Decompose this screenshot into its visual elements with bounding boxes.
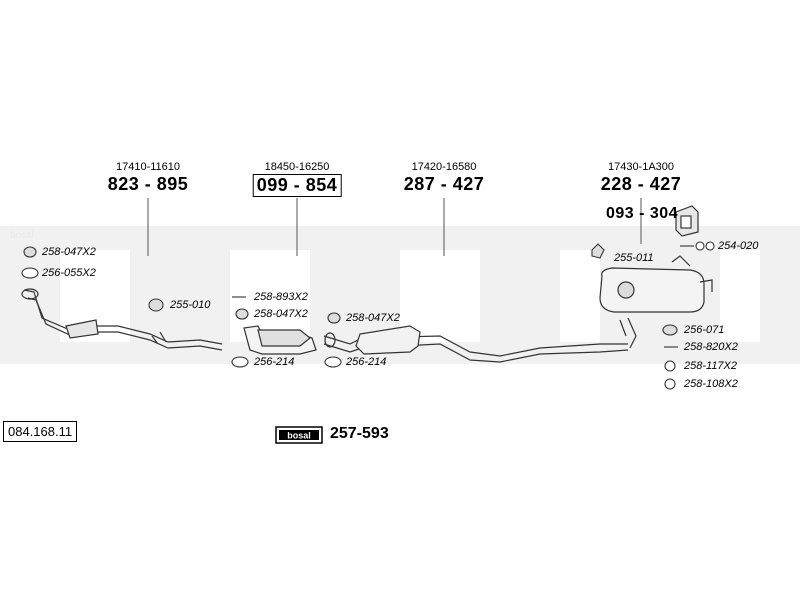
fittings (21, 241, 715, 390)
assembly-oe-1: 17410-11610 (115, 161, 181, 173)
assembly-oe-4: 17430-1A300 (607, 161, 675, 173)
callout-255-011: 255-011 (614, 252, 654, 264)
hanger-bracket (675, 205, 699, 237)
catalytic-converter (243, 325, 317, 355)
assembly-oe-3: 17420-16580 (411, 161, 477, 173)
callout-255-010: 255-010 (170, 299, 211, 311)
callout-258-047x2-c: 258-047X2 (346, 312, 400, 324)
kit-logo: bosal (275, 426, 323, 444)
callout-258-047x2-a: 258-047X2 (42, 246, 96, 258)
assembly-part-2[interactable]: 099 - 854 (252, 174, 342, 197)
watermark-letters (60, 250, 760, 342)
callout-254-020: 254-020 (718, 240, 759, 252)
assembly-part-1[interactable]: 823 - 895 (107, 174, 189, 194)
kit-logo-text: bosal (287, 431, 311, 441)
callout-256-055x2: 256-055X2 (42, 267, 96, 279)
callout-258-893x2: 258-893X2 (254, 291, 308, 303)
assembly-part-3[interactable]: 287 - 427 (403, 174, 485, 194)
hanger-part[interactable]: 093 - 304 (605, 205, 679, 222)
callout-258-117x2: 258-117X2 (684, 360, 738, 372)
intermediate-pipe (323, 325, 629, 363)
callout-256-214-a: 256-214 (254, 356, 295, 368)
watermark-text: bosal (10, 230, 34, 241)
callout-256-214-b: 256-214 (346, 356, 387, 368)
assembly-part-4[interactable]: 228 - 427 (600, 174, 682, 194)
front-pipe (21, 288, 223, 351)
callout-258-820x2: 258-820X2 (684, 341, 738, 353)
assembly-oe-2: 18450-16250 (264, 161, 330, 173)
reference-number: 084.168.11 (3, 421, 78, 442)
kit-part-number[interactable]: 257-593 (330, 425, 389, 442)
callout-258-108x2: 258-108X2 (684, 378, 738, 390)
leader-lines (147, 198, 642, 256)
callout-258-047x2-b: 258-047X2 (254, 308, 308, 320)
callout-256-071: 256-071 (684, 324, 725, 336)
rear-muffler (599, 255, 713, 349)
